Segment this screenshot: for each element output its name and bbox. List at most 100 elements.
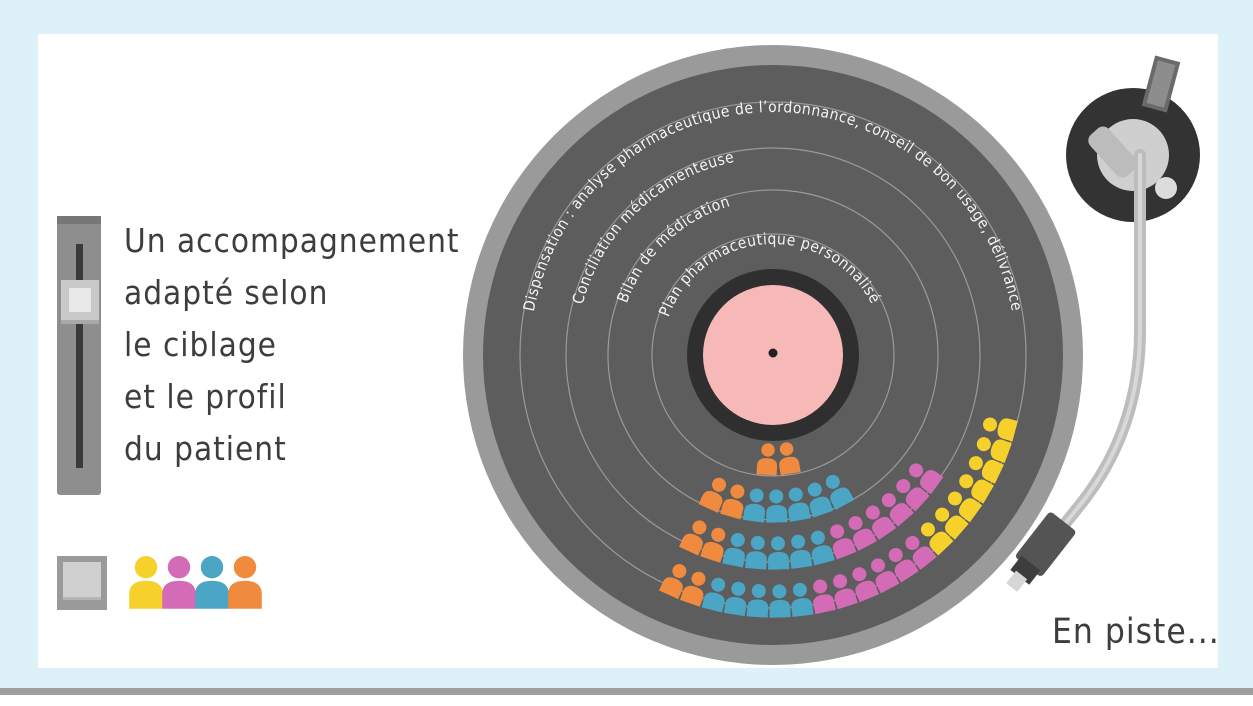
person-icon — [679, 571, 706, 607]
person-icon — [195, 556, 229, 609]
person-icon-group — [983, 417, 1018, 442]
person-icon — [852, 567, 880, 603]
person-icon-group — [659, 564, 687, 600]
person-icon-group — [909, 463, 944, 495]
footer-text: En piste... — [1052, 612, 1220, 652]
person-icon — [807, 482, 834, 518]
person-icon-group — [700, 527, 726, 563]
groove-ring-4 — [651, 233, 895, 477]
person-icon-group — [698, 477, 727, 513]
person-icon — [742, 488, 766, 523]
person-icon-group — [813, 579, 836, 615]
legend-people — [129, 556, 262, 609]
person-icon — [720, 484, 745, 520]
person-icon-group — [723, 581, 747, 617]
headline-line-5: du patient — [124, 429, 287, 468]
person-icon-group — [769, 584, 791, 618]
person-icon — [968, 456, 1004, 484]
person-icon — [833, 574, 858, 610]
person-icon — [228, 556, 262, 609]
person-icon-group — [830, 524, 857, 560]
person-icon — [162, 556, 196, 609]
person-icon — [813, 579, 836, 615]
person-icon-group — [810, 530, 835, 566]
person-icon-group — [756, 443, 778, 476]
tonearm-icon[interactable] — [998, 55, 1200, 598]
person-icon — [722, 532, 745, 568]
person-icon-group — [935, 507, 969, 540]
person-icon — [959, 474, 994, 504]
person-icon-group — [905, 535, 937, 570]
person-icon-group — [852, 567, 880, 603]
person-icon — [129, 556, 163, 609]
person-icon-group — [947, 491, 983, 523]
person-icon — [983, 417, 1018, 442]
person-icon — [767, 536, 790, 570]
person-icon — [830, 524, 857, 560]
person-icon-group — [788, 487, 811, 522]
person-icon-group — [742, 488, 766, 523]
headline-line-4: et le profil — [124, 377, 287, 416]
person-icon-group — [679, 571, 706, 607]
person-icon — [723, 581, 747, 617]
person-icon-group — [791, 582, 814, 617]
person-icon-group — [790, 534, 813, 569]
slider-rail — [76, 244, 83, 468]
person-icon — [888, 547, 919, 583]
person-icon — [896, 479, 930, 512]
person-icon-group — [888, 547, 919, 583]
person-icon-group — [920, 522, 954, 556]
person-icon-group — [865, 505, 897, 540]
person-icon-group — [766, 489, 788, 523]
person-icon-group — [959, 474, 994, 504]
person-icon — [791, 582, 814, 617]
people-group — [659, 417, 1018, 618]
person-icon — [790, 534, 813, 569]
person-icon — [870, 558, 900, 594]
person-icon — [947, 491, 983, 523]
slider-knob[interactable] — [61, 280, 99, 324]
person-icon-group — [976, 437, 1012, 463]
stop-button-icon[interactable] — [57, 556, 107, 610]
person-icon — [779, 442, 801, 476]
person-icon-group — [881, 493, 914, 527]
person-icon — [909, 463, 944, 495]
person-icon-group — [870, 558, 900, 594]
person-icon-group — [848, 516, 877, 551]
person-icon-group — [807, 482, 834, 518]
person-icon-group — [779, 442, 801, 476]
spindle-icon — [768, 348, 778, 358]
person-icon — [976, 437, 1012, 463]
person-icon-group — [745, 535, 767, 570]
person-icon-group — [746, 584, 769, 618]
person-icon — [769, 584, 791, 618]
person-icon — [766, 489, 788, 523]
person-icon — [848, 516, 877, 551]
person-icon-group — [833, 574, 858, 610]
person-icon — [679, 520, 707, 556]
person-icon — [825, 474, 855, 510]
person-icon-group — [767, 536, 790, 570]
person-icon — [745, 535, 767, 570]
person-icon — [920, 522, 954, 556]
person-icon-group — [968, 456, 1004, 484]
person-icon-group — [825, 474, 855, 510]
person-icon-group — [701, 577, 726, 613]
bottom-divider — [0, 688, 1253, 706]
person-icon — [701, 577, 726, 613]
person-icon — [935, 507, 969, 540]
person-icon — [700, 527, 726, 563]
headline-line-3: le ciblage — [124, 325, 277, 364]
person-icon-group — [679, 520, 707, 556]
person-icon — [865, 505, 897, 540]
person-icon-group — [722, 532, 745, 568]
headline-line-1: Un accompagnement — [124, 221, 460, 260]
headline: Un accompagnement adapté selon le ciblag… — [124, 215, 460, 475]
person-icon — [756, 443, 778, 476]
person-icon-group — [720, 484, 745, 520]
person-icon — [659, 564, 687, 600]
person-icon — [810, 530, 835, 566]
person-icon — [746, 584, 769, 618]
person-icon — [881, 493, 914, 527]
